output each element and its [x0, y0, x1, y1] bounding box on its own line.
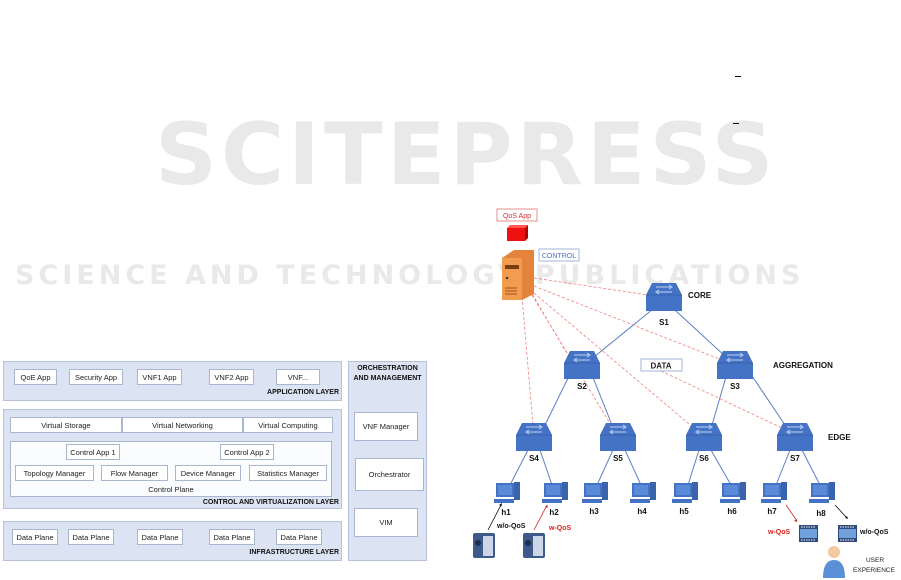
qos-app-label: QoS App	[503, 213, 531, 220]
orchestration-title: ORCHESTRATION	[357, 365, 418, 372]
user-experience-label: EXPERIENCE	[853, 567, 896, 574]
text-mark	[735, 76, 741, 77]
user-experience-label: USER	[866, 557, 884, 564]
vim-box: VIM	[354, 508, 418, 537]
aggregation-label: AGGREGATION	[773, 361, 833, 370]
text-mark	[733, 123, 739, 124]
video-film-icon	[798, 524, 819, 543]
data-box	[640, 358, 683, 372]
camera-source-icon	[523, 533, 545, 558]
switch-label: S2	[577, 382, 587, 391]
control-plane-label: Control Plane	[148, 485, 194, 494]
qos-app-box	[496, 208, 538, 222]
manager-box: Device Manager	[175, 465, 241, 481]
host-label: h2	[549, 508, 559, 517]
flow-label-w-qos: w-QoS	[548, 525, 571, 532]
data-plane-box: Data Plane	[276, 529, 322, 545]
controller-server-icon	[502, 250, 534, 300]
control-links	[521, 277, 783, 429]
qos-app-cube-icon	[507, 225, 528, 241]
virtual-box: Virtual Computing	[243, 417, 333, 433]
control-layer-label: CONTROL AND VIRTUALIZATION LAYER	[202, 499, 339, 506]
app-box: Security App	[69, 369, 123, 385]
app-box: VNF...	[276, 369, 320, 385]
virtual-box: Virtual Networking	[122, 417, 243, 433]
app-box: VNF2 App	[209, 369, 254, 385]
data-plane-box: Data Plane	[137, 529, 183, 545]
switch-s1-icon	[645, 282, 683, 312]
arrow-icon	[785, 504, 798, 522]
control-app: Control App 1	[66, 444, 120, 460]
host-label: h4	[637, 507, 647, 516]
control-label: CONTROL	[542, 253, 576, 260]
core-label: CORE	[688, 291, 712, 300]
host-h7-icon	[761, 482, 787, 503]
host-label: h6	[727, 507, 737, 516]
switch-label: S3	[730, 382, 740, 391]
control-app: Control App 2	[220, 444, 274, 460]
data-plane-box: Data Plane	[68, 529, 114, 545]
watermark-title: SCITEPRESS	[155, 105, 778, 205]
flow-label-wo-qos: w/o-QoS	[859, 529, 889, 536]
switch-s4-icon	[515, 422, 553, 452]
user-icon	[823, 546, 845, 578]
host-label: h3	[589, 507, 599, 516]
switch-label: S5	[613, 454, 623, 463]
arrow-icon	[487, 504, 502, 531]
data-plane-box: Data Plane	[12, 529, 58, 545]
switch-label: S6	[699, 454, 709, 463]
camera-source-icon	[473, 533, 495, 558]
vnf-manager-box: VNF Manager	[354, 412, 418, 441]
host-label: h7	[767, 507, 777, 516]
switch-s7-icon	[776, 422, 814, 452]
data-plane-box: Data Plane	[209, 529, 255, 545]
orchestration-title: AND MANAGEMENT	[353, 375, 422, 382]
host-h1-icon	[494, 482, 520, 503]
data-links	[509, 299, 821, 486]
arrow-icon	[533, 506, 547, 531]
host-h2-icon	[542, 482, 568, 503]
orchestrator-box: Orchestrator	[355, 458, 424, 491]
switch-s6-icon	[685, 422, 723, 452]
arrow-icon	[834, 504, 848, 519]
video-film-icon	[837, 524, 858, 543]
switch-label: S1	[659, 318, 669, 327]
manager-box: Statistics Manager	[249, 465, 327, 481]
app-box: VNF1 App	[137, 369, 182, 385]
switch-label: S4	[529, 454, 539, 463]
switch-s3-icon	[716, 350, 754, 380]
host-label: h1	[501, 508, 511, 517]
control-box	[538, 248, 580, 262]
host-h8-icon	[809, 482, 835, 503]
switch-s5-icon	[599, 422, 637, 452]
flow-label-wo-qos: w/o-QoS	[496, 523, 526, 530]
host-h5-icon	[672, 482, 698, 503]
host-h4-icon	[630, 482, 656, 503]
host-h3-icon	[582, 482, 608, 503]
edge-label: EDGE	[828, 433, 851, 442]
host-h6-icon	[720, 482, 746, 503]
manager-box: Flow Manager	[101, 465, 168, 481]
flow-label-w-qos: w-QoS	[767, 529, 790, 536]
application-layer-label: APPLICATION LAYER	[267, 389, 339, 396]
switch-s2-icon	[563, 350, 601, 380]
switch-label: S7	[790, 454, 800, 463]
infrastructure-layer-label: INFRASTRUCTURE LAYER	[249, 549, 339, 556]
app-box: QoE App	[14, 369, 57, 385]
manager-box: Topology Manager	[15, 465, 94, 481]
host-label: h8	[816, 509, 826, 518]
host-label: h5	[679, 507, 689, 516]
data-label: DATA	[650, 362, 671, 371]
virtual-box: Virtual Storage	[10, 417, 122, 433]
